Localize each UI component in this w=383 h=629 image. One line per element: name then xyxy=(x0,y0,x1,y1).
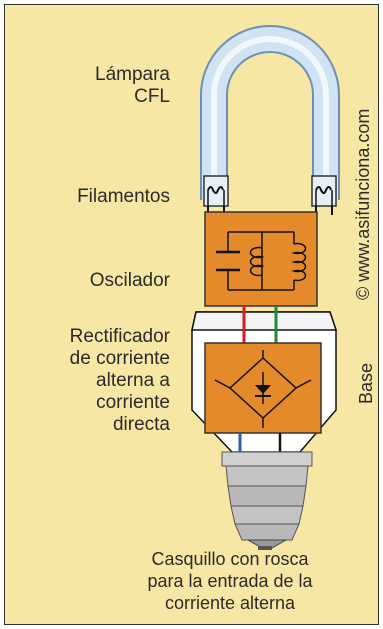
screw-cap xyxy=(221,451,313,550)
rectifier-label: Rectificador de corriente alterna a corr… xyxy=(69,326,170,435)
rectifier-box xyxy=(204,342,322,434)
socket-caption: Casquillo con rosca para la entrada de l… xyxy=(147,549,313,613)
watermark-text: © www.asifunciona.com xyxy=(353,108,373,300)
filament-right xyxy=(311,175,337,215)
lamp-label: Lámpara CFL xyxy=(95,64,170,107)
oscillator-box xyxy=(204,211,318,307)
cfl-tube xyxy=(200,25,340,200)
base-label: Base xyxy=(356,362,376,404)
filament-left xyxy=(203,175,229,215)
oscillator-label: Oscilador xyxy=(89,270,170,291)
filaments-label: Filamentos xyxy=(77,186,170,207)
